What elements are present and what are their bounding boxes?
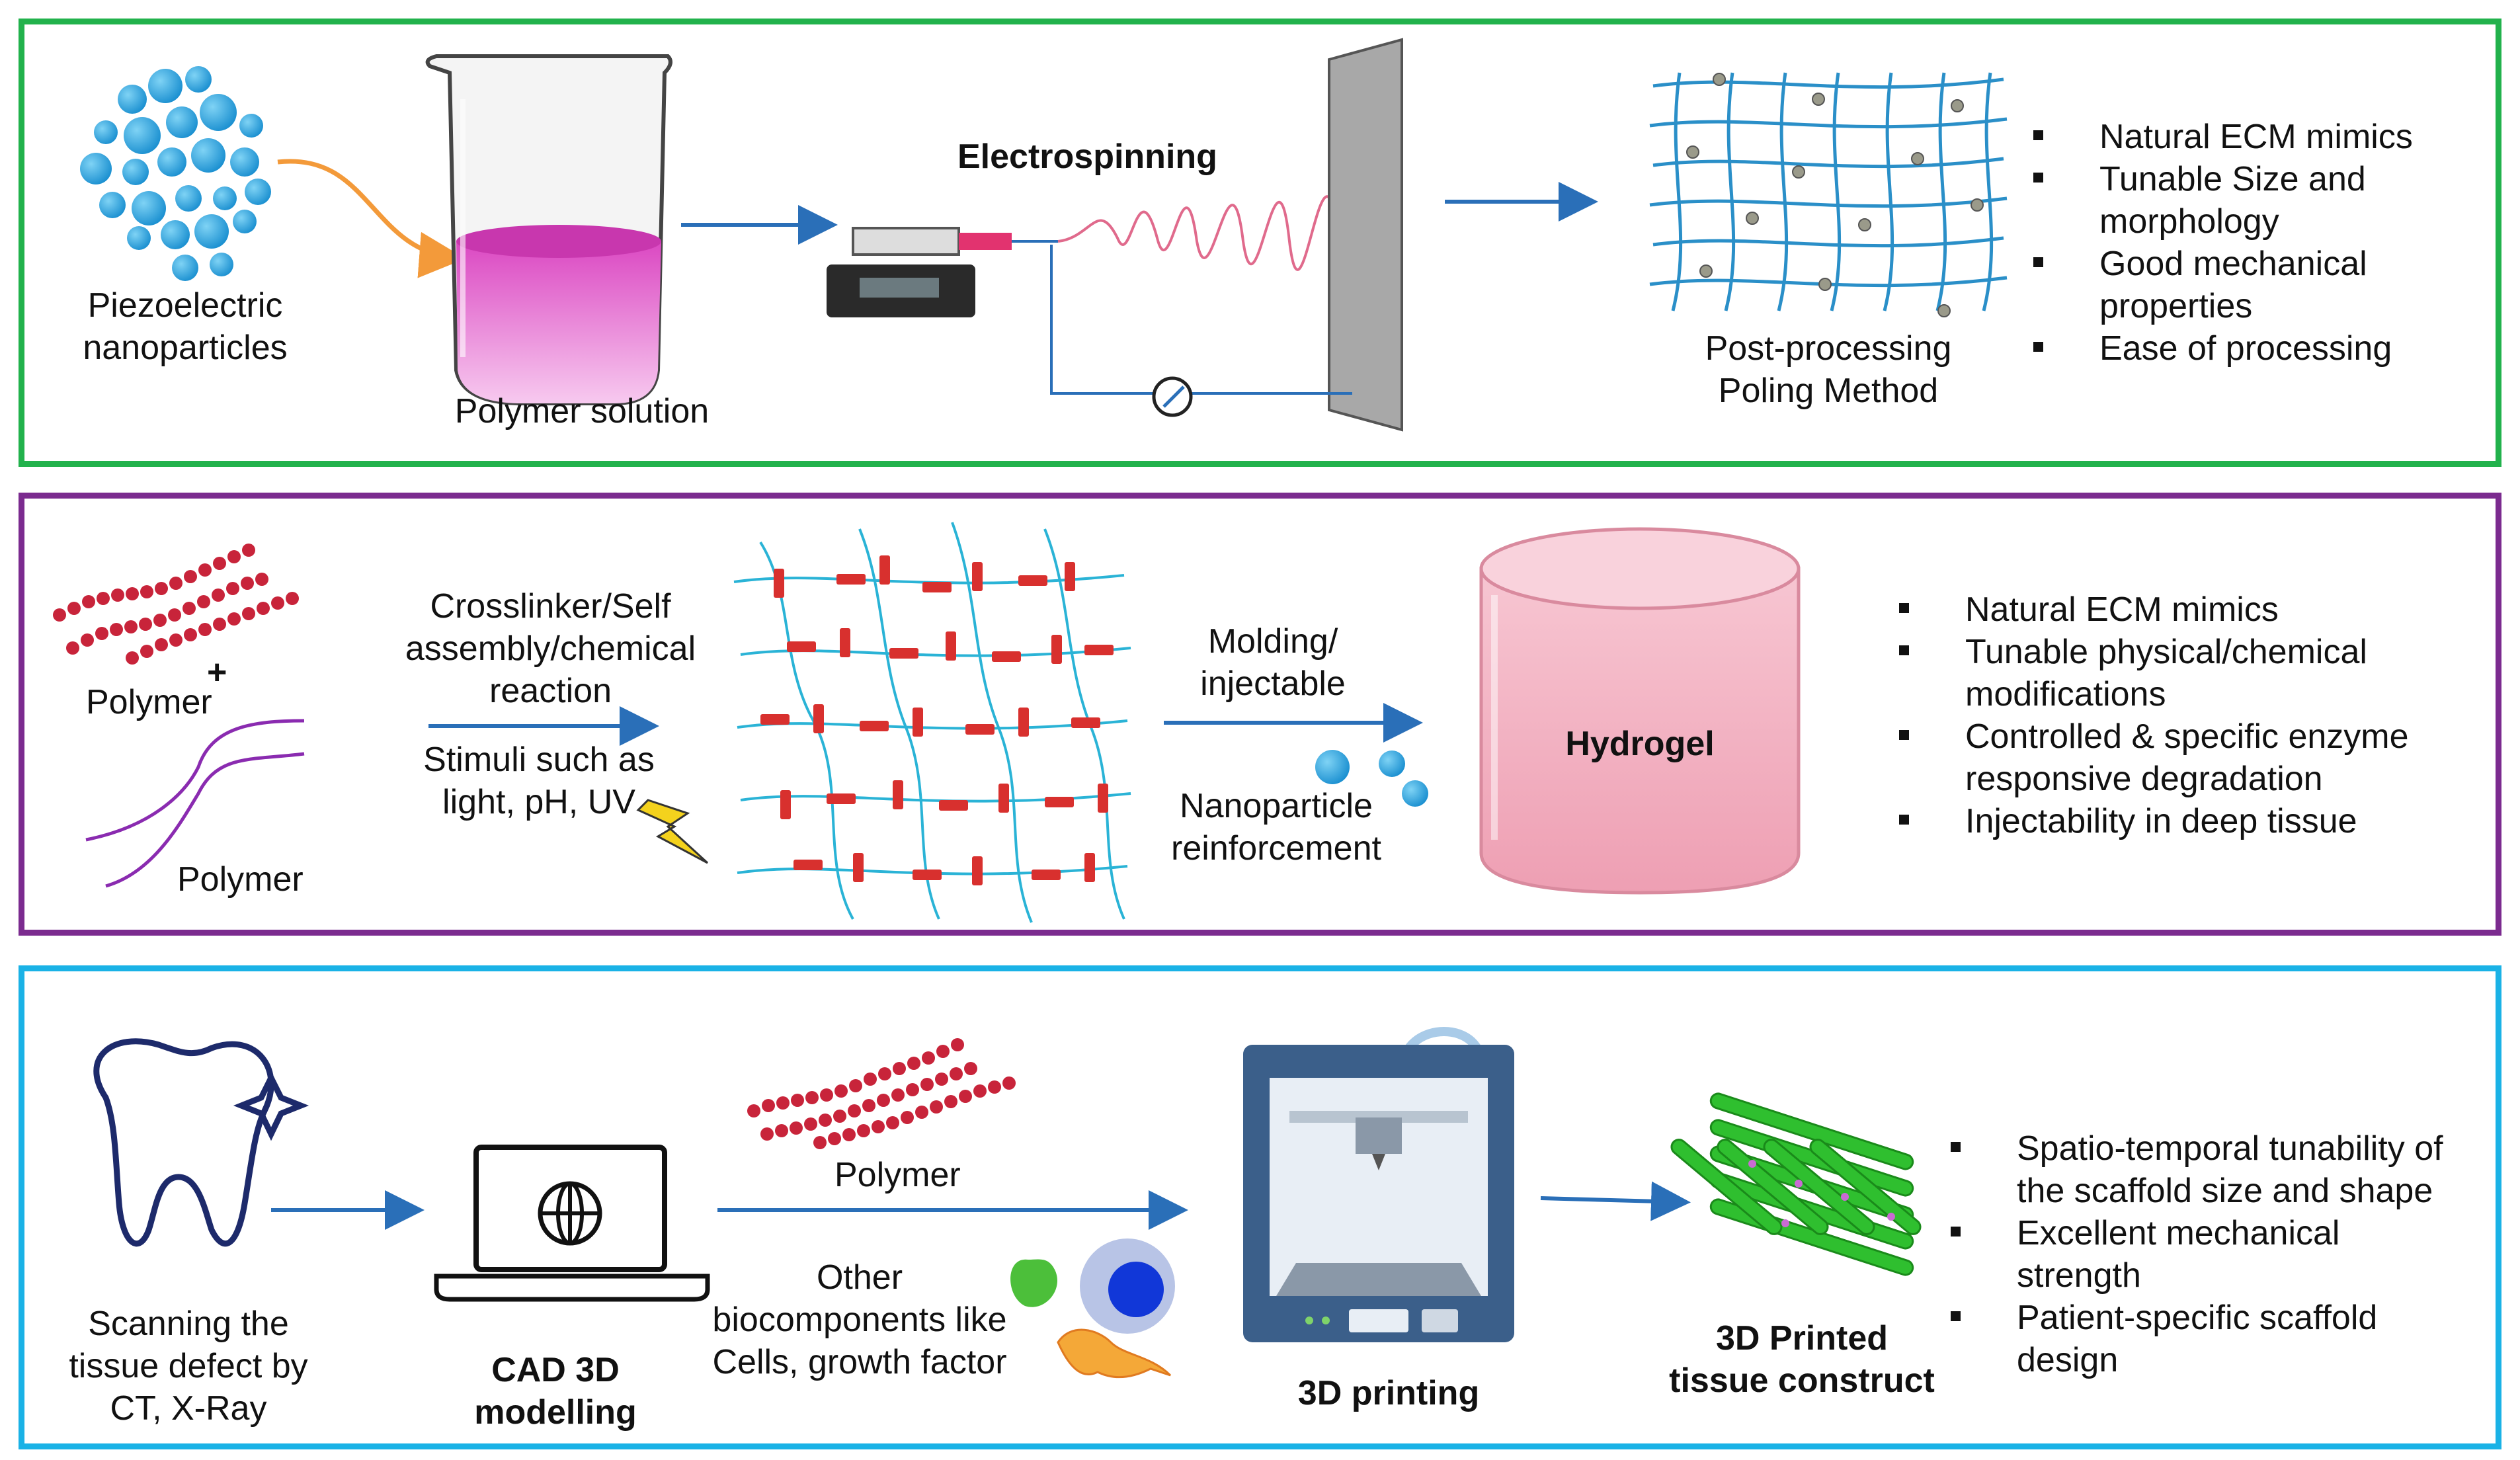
- polymer-solution-label: Polymer solution: [454, 392, 710, 430]
- circuit-wire: [1050, 245, 1154, 395]
- scanning-label: Scanning the tissue defect by CT, X-Ray: [69, 1305, 308, 1428]
- 3d-printer-icon: [1243, 1027, 1514, 1342]
- panel1-bullet: Tunable Size and morphology: [2033, 158, 2413, 243]
- nanoparticles-label: Piezoelectric nanoparticles: [83, 286, 288, 367]
- post-processing-label: Post-processing Poling Method: [1705, 329, 1952, 410]
- cells-icon: [1010, 1238, 1175, 1379]
- polymer-chain-icon: [53, 544, 299, 665]
- panel3-bullet: Patient-specific scaffold design: [1951, 1297, 2443, 1381]
- plus-sign: +: [207, 653, 227, 692]
- panel1-bullet: Ease of processing: [2033, 327, 2413, 370]
- panel2-bullet: Controlled & specific enzyme responsive …: [1899, 715, 2409, 800]
- crosslinker-label: Crosslinker/Self assembly/chemical react…: [405, 587, 696, 710]
- polymer-chain-icon-2: [747, 1038, 1016, 1149]
- 3d-printing-label: 3D printing: [1297, 1374, 1480, 1412]
- electrospinning-label: Electrospinning: [957, 138, 1217, 176]
- polymer-label-1: Polymer: [86, 683, 212, 721]
- tooth-icon: [93, 1038, 309, 1247]
- lightning-icon: [636, 799, 709, 864]
- orange-arrow: [277, 159, 466, 278]
- panel2-bullet: Natural ECM mimics: [1899, 588, 2409, 631]
- hydrogel-label: Hydrogel: [1565, 725, 1715, 763]
- hydrogel-cylinder-icon: [1479, 527, 1801, 895]
- 3d-printing-panel: [19, 965, 2501, 1449]
- panel3-bullet: Excellent mechanical strength: [1951, 1212, 2443, 1297]
- panel2-bullet: Injectability in deep tissue: [1899, 800, 2409, 842]
- other-biocomponents-label: Other biocomponents like Cells, growth f…: [712, 1258, 1007, 1381]
- panel2-bullet: Tunable physical/chemical modifications: [1899, 631, 2409, 715]
- arrow-7: [1540, 1181, 1691, 1221]
- syringe-pump-icon: [827, 227, 1058, 317]
- nanoparticle-reinforcement-icon: [1315, 750, 1428, 807]
- polymer-label-2: Polymer: [177, 860, 304, 899]
- embedded-particles-icon: [1686, 73, 1984, 317]
- nanoparticle-reinforcement-label: Nanoparticle reinforcement: [1171, 787, 1381, 868]
- nanoparticle-cluster-icon: [80, 66, 271, 281]
- panel3-bullet: Spatio-temporal tunability of the scaffo…: [1951, 1127, 2443, 1212]
- voltmeter-icon: [1152, 376, 1193, 417]
- polymer-label-3: Polymer: [834, 1156, 961, 1194]
- fiber-mesh-icon: [1649, 72, 2008, 311]
- electrospinning-panel: [19, 19, 2501, 467]
- laptop-globe-icon: [434, 1145, 710, 1302]
- scaffold-icon: [1670, 1092, 1922, 1276]
- molding-label: Molding/ injectable: [1200, 622, 1346, 703]
- cad-label: CAD 3D modelling: [474, 1351, 637, 1432]
- crosslinked-network-icon: [733, 522, 1131, 923]
- panel3-benefits-list: Spatio-temporal tunability of the scaffo…: [1951, 1127, 2443, 1381]
- hydrogel-panel: [19, 493, 2501, 936]
- panel2-benefits-list: Natural ECM mimics Tunable physical/chem…: [1899, 588, 2409, 842]
- panel1-bullet: Good mechanical properties: [2033, 243, 2413, 327]
- polymer-strand-icon: [85, 719, 305, 888]
- collector-plate-icon: [1328, 38, 1403, 432]
- beaker-icon: [425, 54, 672, 405]
- panel1-bullet: Natural ECM mimics: [2033, 116, 2413, 158]
- printed-construct-label: 3D Printed tissue construct: [1669, 1319, 1935, 1400]
- stimuli-label: Stimuli such as light, pH, UV: [423, 741, 655, 821]
- panel1-benefits-list: Natural ECM mimics Tunable Size and morp…: [2033, 116, 2413, 370]
